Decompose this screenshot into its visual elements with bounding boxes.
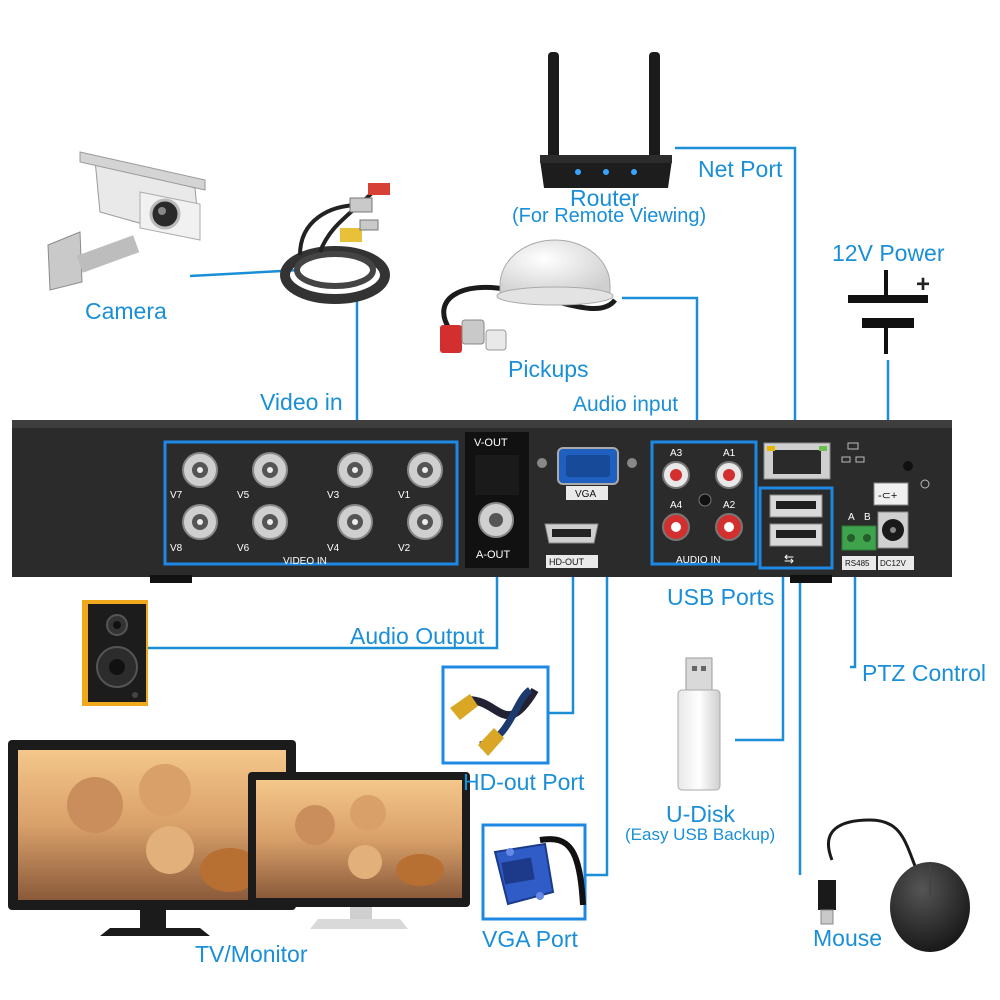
ethernet-port[interactable]: [763, 442, 831, 480]
usb-ports-label: USB Ports: [667, 584, 775, 610]
mouse-label: Mouse: [813, 925, 883, 951]
av-out-section: V-OUT A-OUT: [465, 432, 529, 568]
bnc-port-v2[interactable]: [407, 504, 443, 540]
tv-monitor-label: TV/Monitor: [195, 941, 308, 967]
usb-symbol-icon: ⇆: [784, 552, 794, 566]
ptz-label-a: A: [848, 512, 855, 523]
hd-out-port-label: HD-out Port: [463, 769, 585, 795]
bnc-port-v7[interactable]: [182, 452, 218, 488]
net-port-line: [675, 146, 797, 445]
rca-port-a3[interactable]: [662, 461, 690, 489]
a-out-label: A-OUT: [476, 549, 511, 561]
pickup-microphone-image: [440, 239, 617, 353]
ptz-line: [850, 545, 857, 669]
port-label-v1: V1: [398, 490, 411, 501]
rs485-terminal[interactable]: [841, 525, 877, 551]
dc-polarity-icon: -⊂+: [878, 490, 897, 502]
port-label-v6: V6: [237, 543, 250, 554]
audio-label-a4: A4: [670, 500, 683, 511]
connector-lines: [148, 146, 890, 877]
port-label-v5: V5: [237, 490, 250, 501]
port-label-v2: V2: [398, 543, 411, 554]
hd-out-panel-label: HD-OUT: [549, 557, 584, 567]
port-label-v3: V3: [327, 490, 340, 501]
usb-port-1[interactable]: [769, 494, 823, 518]
bnc-port-v3[interactable]: [337, 452, 373, 488]
mouse-image: [818, 818, 970, 952]
pickups-label: Pickups: [508, 356, 589, 382]
video-in-ports: V7 V5 V3 V1 V8 V6 V4 V2 VIDEO IN: [163, 440, 459, 567]
hd-out-line: [548, 543, 575, 715]
rca-port-a4[interactable]: [662, 513, 690, 541]
monitors-image: [8, 740, 470, 936]
ptz-dc-section: -⊂+ A B RS485 DC12V: [841, 442, 930, 570]
u-disk-label: U-Disk: [666, 801, 735, 827]
vga-port-label: VGA Port: [482, 926, 578, 952]
audio-input-line: [622, 296, 699, 443]
bnc-port-v8[interactable]: [182, 504, 218, 540]
camera-label: Camera: [85, 298, 167, 324]
rs485-label: RS485: [845, 559, 870, 568]
router-image: [540, 52, 672, 188]
port-label-v4: V4: [327, 543, 340, 554]
bnc-cable-image: [280, 183, 390, 304]
audio-output-label: Audio Output: [350, 623, 485, 649]
power-symbol-icon: +: [848, 270, 930, 354]
hdmi-cable-image: [441, 665, 550, 765]
port-label-v8: V8: [170, 543, 183, 554]
usb-disk-image: [677, 657, 721, 791]
ptz-control-label: PTZ Control: [862, 660, 986, 686]
audio-label-a3: A3: [670, 448, 683, 459]
usb-line: [735, 568, 785, 742]
audio-label-a1: A1: [723, 448, 736, 459]
rca-port-a1[interactable]: [715, 461, 743, 489]
video-in-panel-label: VIDEO IN: [283, 556, 327, 567]
a-out-port[interactable]: [478, 502, 514, 538]
hdmi-port[interactable]: [544, 523, 599, 544]
power-label: 12V Power: [832, 240, 945, 266]
net-usb-section: ⇆: [758, 442, 834, 570]
camera-image: [47, 151, 206, 291]
network-symbol-icon: [841, 442, 865, 463]
dc12v-label: DC12V: [880, 559, 906, 568]
ptz-label-b: B: [864, 512, 871, 523]
speaker-image: [82, 600, 148, 706]
net-port-label: Net Port: [698, 156, 783, 182]
rca-port-a2[interactable]: [715, 513, 743, 541]
u-disk-sublabel: (Easy USB Backup): [625, 825, 776, 844]
audio-in-ports: A3 A1 A4 A2 AUDIO IN: [650, 440, 758, 566]
video-in-label: Video in: [260, 389, 343, 415]
v-out-label: V-OUT: [474, 437, 508, 449]
audio-label-a2: A2: [723, 500, 736, 511]
vga-panel-label: VGA: [575, 489, 596, 500]
bnc-port-v1[interactable]: [407, 452, 443, 488]
usb-port-2[interactable]: [769, 523, 823, 547]
vga-port[interactable]: [557, 447, 619, 485]
port-label-v7: V7: [170, 490, 183, 501]
dc-power-jack[interactable]: [877, 511, 909, 549]
bnc-port-v4[interactable]: [337, 504, 373, 540]
bnc-port-v6[interactable]: [252, 504, 288, 540]
router-sublabel: (For Remote Viewing): [512, 205, 707, 227]
vga-hdmi-section: VGA HD-OUT: [537, 447, 637, 568]
router-label: Router: [570, 185, 640, 211]
vga-cable-image: [481, 823, 587, 921]
svg-text:+: +: [916, 271, 930, 298]
audio-input-label: Audio input: [573, 393, 679, 416]
bnc-port-v5[interactable]: [252, 452, 288, 488]
audio-in-panel-label: AUDIO IN: [676, 555, 720, 566]
vga-line: [585, 483, 609, 877]
